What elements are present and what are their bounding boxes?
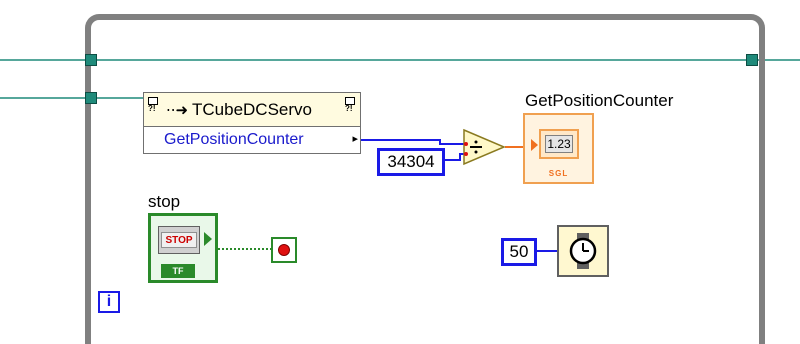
stop-button-icon: STOP [158,226,200,254]
iteration-terminal: i [98,291,120,313]
reference-out-icon: ?! [345,97,357,121]
stop-control[interactable]: STOP TF [148,213,218,283]
wait-ms-icon[interactable] [557,225,609,277]
while-loop[interactable] [85,14,765,344]
divide-icon[interactable] [462,128,506,166]
stop-type: TF [161,264,195,278]
numeric-indicator[interactable]: 1.23 SGL [523,113,594,184]
indicator-display: 1.23 [545,135,573,153]
property-name: GetPositionCounter [164,131,304,148]
property-node[interactable]: ?! ⋅⋅➜ TCubeDCServo ?! GetPositionCounte… [143,92,361,154]
property-node-header: ?! ⋅⋅➜ TCubeDCServo ?! [144,93,360,127]
stop-label: stop [148,192,181,211]
stop-if-true-icon[interactable] [271,237,297,263]
class-name: TCubeDCServo [192,100,312,119]
wire-layer [0,59,800,252]
indicator-input-icon [531,139,538,151]
loop-tunnel-ref-in[interactable] [85,92,97,104]
watch-icon [569,233,597,269]
stop-output-icon [204,232,212,246]
indicator-icon-frame: 1.23 [539,129,579,159]
wait-constant[interactable]: 50 [501,238,537,266]
property-output-icon: ▸ [352,133,358,145]
indicator-type: SGL [548,169,569,178]
numeric-wire-property [361,139,468,145]
divisor-constant[interactable]: 34304 [377,148,445,176]
property-item[interactable]: GetPositionCounter ▸ [144,127,360,153]
reference-in-icon: ?! [148,97,160,121]
block-diagram: ?! ⋅⋅➜ TCubeDCServo ?! GetPositionCounte… [0,14,800,344]
indicator-label: GetPositionCounter [525,91,674,110]
arrow-icon: ⋅⋅➜ [166,102,189,119]
loop-tunnel-top-right[interactable] [746,54,758,66]
loop-tunnel-top-left[interactable] [85,54,97,66]
stop-button-text: STOP [161,232,197,248]
